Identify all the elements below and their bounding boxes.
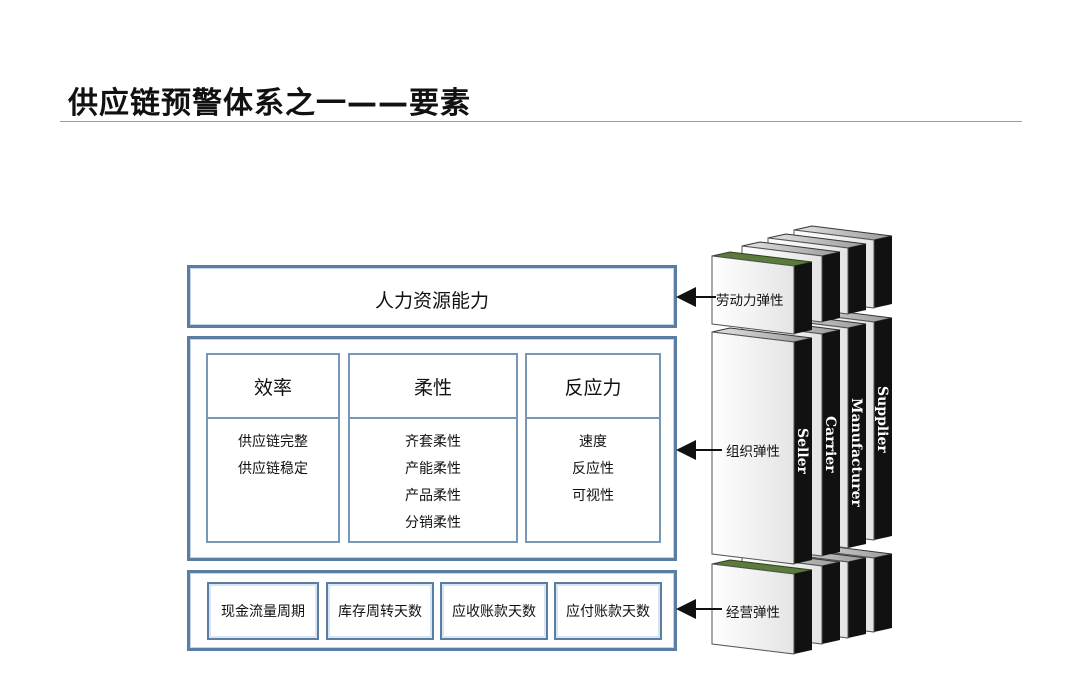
- ops-elasticity-label: 经营弹性: [726, 605, 780, 621]
- layer-label-supplier: Supplier: [874, 386, 890, 453]
- seller-layer: Seller: [711, 251, 813, 655]
- org-elasticity-box: 效率 供应链完整 供应链稳定 柔性 齐套柔性 产能柔性 产品柔性 分销柔性 反应…: [187, 336, 677, 561]
- operations-elasticity-box: 现金流量周期 库存周转天数 应收账款天数 应付账款天数: [187, 570, 677, 651]
- org-elasticity-label: 组织弹性: [726, 444, 780, 460]
- cash-cycle-cell: 现金流量周期: [207, 582, 319, 640]
- flexibility-column: 柔性 齐套柔性 产能柔性 产品柔性 分销柔性: [348, 353, 518, 543]
- flexibility-item: 分销柔性: [405, 515, 461, 531]
- layer-label-carrier: Carrier: [822, 416, 838, 473]
- responsiveness-item: 反应性: [572, 461, 614, 477]
- responsiveness-column: 反应力 速度 反应性 可视性: [525, 353, 661, 543]
- page-title: 供应链预警体系之一——要素: [68, 86, 471, 121]
- responsiveness-item: 速度: [579, 434, 607, 450]
- flexibility-item: 齐套柔性: [405, 434, 461, 450]
- inventory-days-cell: 库存周转天数: [326, 582, 434, 640]
- layer-label-manufacturer: Manufacturer: [848, 398, 864, 507]
- hr-capability-box: 人力资源能力: [187, 265, 677, 328]
- flexibility-item: 产能柔性: [405, 461, 461, 477]
- efficiency-column: 效率 供应链完整 供应链稳定: [206, 353, 340, 543]
- payable-days-cell: 应付账款天数: [554, 582, 662, 640]
- layer-label-seller: Seller: [794, 428, 810, 475]
- flexibility-header: 柔性: [350, 355, 516, 419]
- responsiveness-header: 反应力: [527, 355, 659, 419]
- receivable-days-cell: 应收账款天数: [440, 582, 548, 640]
- hr-capability-label: 人力资源能力: [374, 290, 489, 312]
- efficiency-header: 效率: [208, 355, 338, 419]
- flexibility-item: 产品柔性: [405, 488, 461, 504]
- efficiency-item: 供应链稳定: [238, 461, 308, 477]
- labor-elasticity-label: 劳动力弹性: [716, 293, 784, 309]
- title-divider: [60, 121, 1022, 122]
- responsiveness-item: 可视性: [572, 488, 614, 504]
- efficiency-item: 供应链完整: [238, 434, 308, 450]
